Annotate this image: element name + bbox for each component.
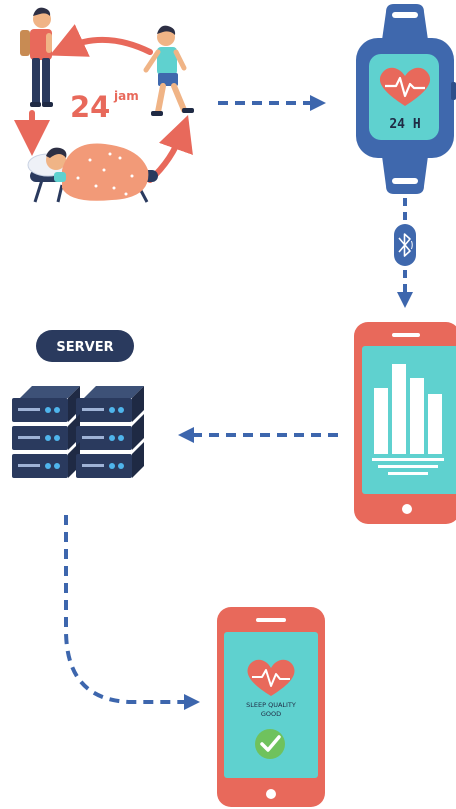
walking-kid-figure	[143, 25, 194, 116]
sleeping-kid-in-bed-figure	[27, 143, 158, 203]
server-rack-icon	[12, 386, 144, 478]
bar-chart-icon	[372, 364, 444, 475]
watch-display-text: 24 H	[389, 117, 420, 132]
sleep-quality-value: GOOD	[261, 710, 281, 718]
flow-arrow-server-to-result	[64, 515, 200, 710]
result-phone-home-button	[266, 789, 276, 799]
server-unit	[12, 386, 80, 422]
phone-sleep-quality-result: SLEEP QUALITY GOOD	[217, 607, 325, 807]
phone-home-button	[402, 504, 412, 514]
checkmark-icon	[260, 735, 281, 752]
heart-icon	[379, 67, 431, 106]
server-unit	[12, 414, 80, 450]
server-label-pill: SERVER	[36, 330, 134, 362]
checkmark-badge	[255, 729, 285, 759]
heartbeat-line-icon	[252, 669, 290, 687]
watch-strap-bottom	[382, 156, 428, 194]
cycle-arrow-top	[49, 24, 153, 57]
sleep-quality-label: SLEEP QUALITY	[246, 701, 296, 709]
heartbeat-line-icon	[385, 76, 425, 98]
bluetooth-icon	[398, 233, 411, 257]
activity-cycle-illustration: 24 jam	[14, 7, 194, 203]
cycle-hours-unit: jam	[113, 89, 139, 103]
kid-with-backpack-figure	[20, 7, 53, 107]
phone-screen	[362, 346, 456, 494]
server-unit	[76, 442, 144, 478]
heart-icon	[247, 659, 295, 696]
smartwatch: 24 H	[356, 4, 456, 194]
watch-strap-top	[382, 4, 428, 40]
server-label: SERVER	[56, 340, 113, 355]
result-phone-screen	[224, 632, 318, 778]
bluetooth-badge	[394, 224, 416, 266]
cycle-hours-number: 24	[70, 90, 110, 124]
phone-with-bar-chart	[354, 322, 456, 524]
server-unit	[76, 414, 144, 450]
server-unit	[76, 386, 144, 422]
